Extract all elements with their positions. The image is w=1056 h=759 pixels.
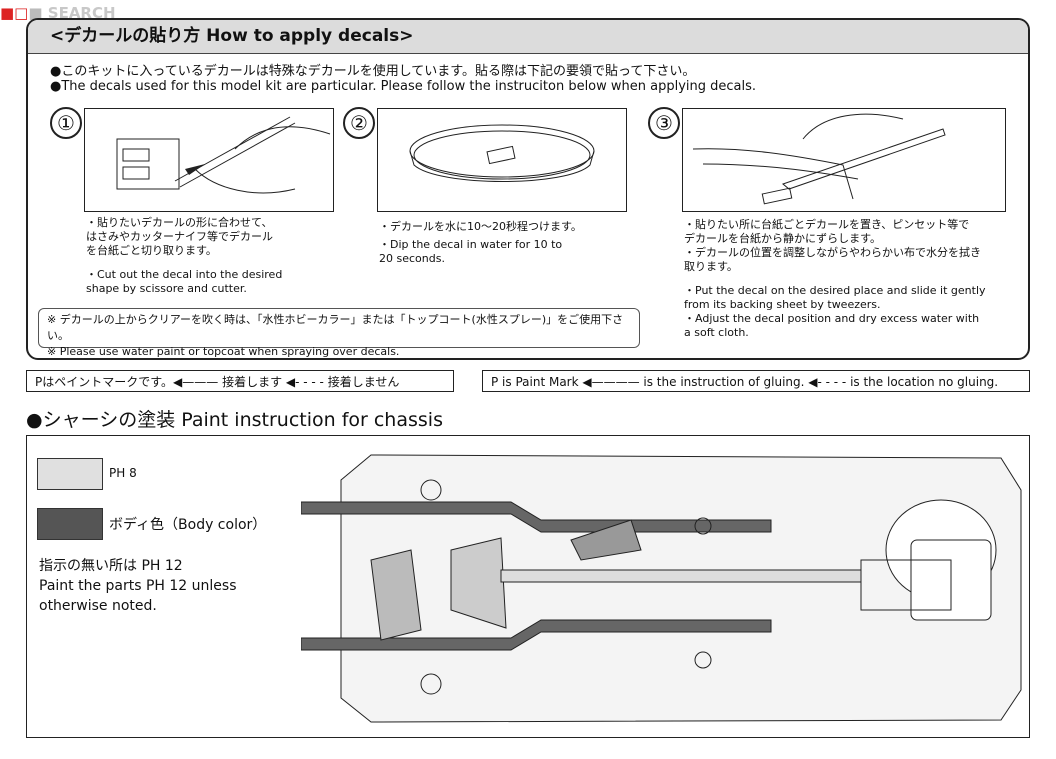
step-2-illustration xyxy=(377,108,627,212)
decal-title: <デカールの貼り方 How to apply decals> xyxy=(28,20,1028,54)
step-3-number: ③ xyxy=(648,107,680,139)
cutting-illustration xyxy=(116,116,331,194)
watermark: ■□■ SEARCH xyxy=(0,4,116,22)
chassis-panel: PH 8 ボディ色（Body color） 指示の無い所は PH 12 Pain… xyxy=(26,435,1030,738)
paint-note-jp: 指示の無い所は PH 12 xyxy=(39,558,183,574)
tweezers-illustration xyxy=(692,113,946,205)
step-1-illustration xyxy=(84,108,334,212)
swatch-ph8-label: PH 8 xyxy=(109,466,137,480)
swatch-body-label: ボディ色（Body color） xyxy=(109,517,267,533)
swatch-ph8 xyxy=(37,458,103,490)
chassis-title: ●シャーシの塗装 Paint instruction for chassis xyxy=(26,409,443,431)
chassis-drawing xyxy=(301,454,1022,723)
decal-panel: <デカールの貼り方 How to apply decals> ●このキットに入っ… xyxy=(26,18,1030,360)
intro-jp: ●このキットに入っているデカールは特殊なデカールを使用しています。貼る際は下記の… xyxy=(50,64,696,79)
swatch-body-color xyxy=(37,508,103,540)
step-2-caption-jp: ・デカールを水に10～20秒程つけます。 xyxy=(379,220,582,233)
default-paint-note: 指示の無い所は PH 12 Paint the parts PH 12 unle… xyxy=(39,556,237,616)
step-1-caption-jp: ・貼りたいデカールの形に合わせて、 はさみやカッターナイフ等でデカール を台紙ご… xyxy=(86,216,273,257)
step-1-caption-en: ・Cut out the decal into the desired shap… xyxy=(86,268,283,295)
intro-en: ●The decals used for this model kit are … xyxy=(50,79,757,94)
note-en: ※ Please use water paint or topcoat when… xyxy=(47,345,400,358)
paint-note-en-1: Paint the parts PH 12 unless xyxy=(39,578,237,594)
step-2-caption-en: ・Dip the decal in water for 10 to 20 sec… xyxy=(379,238,563,265)
step-3-caption-jp: ・貼りたい所に台紙ごとデカールを置き、ピンセット等で デカールを台紙から静かにず… xyxy=(684,218,981,273)
paint-note-en-2: otherwise noted. xyxy=(39,598,157,614)
step-2-number: ② xyxy=(343,107,375,139)
step-1-number: ① xyxy=(50,107,82,139)
legend-en: P is Paint Mark ◀———— is the instruction… xyxy=(482,370,1030,392)
note-jp: ※ デカールの上からクリアーを吹く時は、「水性ホビーカラー」または「トップコート… xyxy=(47,313,624,342)
water-dish-illustration xyxy=(409,124,595,182)
step-3-illustration xyxy=(682,108,1006,212)
step-3-caption-en: ・Put the decal on the desired place and … xyxy=(684,284,986,339)
legend-jp: Pはペイントマークです。◀——— 接着します ◀- - - - 接着しません xyxy=(26,370,454,392)
clear-coat-note: ※ デカールの上からクリアーを吹く時は、「水性ホビーカラー」または「トップコート… xyxy=(38,308,640,358)
